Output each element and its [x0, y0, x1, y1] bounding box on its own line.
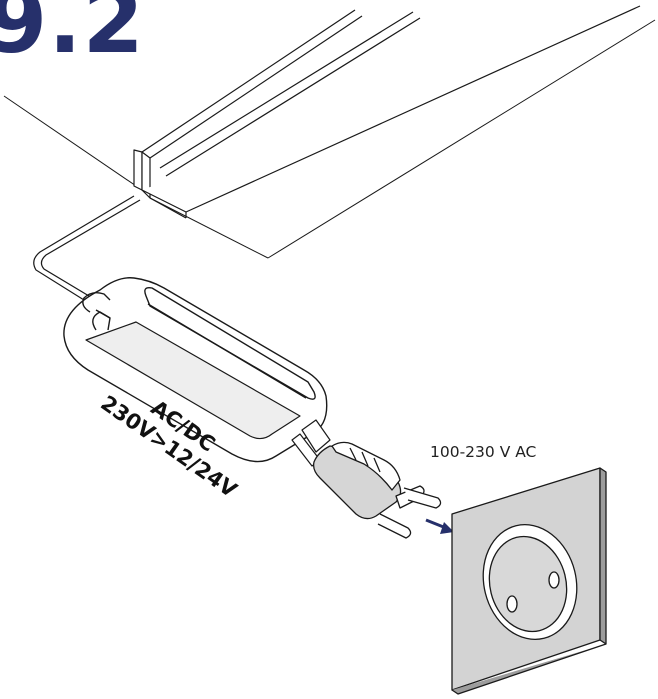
led-profile-rail	[133, 5, 641, 219]
wall-socket	[451, 467, 607, 695]
voltage-label: 100-230 V AC	[430, 443, 537, 461]
driver-label-plate	[85, 321, 301, 440]
plug-cord	[291, 419, 331, 467]
ac-dc-driver	[63, 277, 328, 463]
euro-plug	[312, 441, 442, 539]
power-cable	[33, 195, 141, 311]
shelf-underside	[3, 19, 656, 259]
arrow-right-icon	[425, 518, 454, 534]
step-number: 9.2	[0, 0, 145, 73]
